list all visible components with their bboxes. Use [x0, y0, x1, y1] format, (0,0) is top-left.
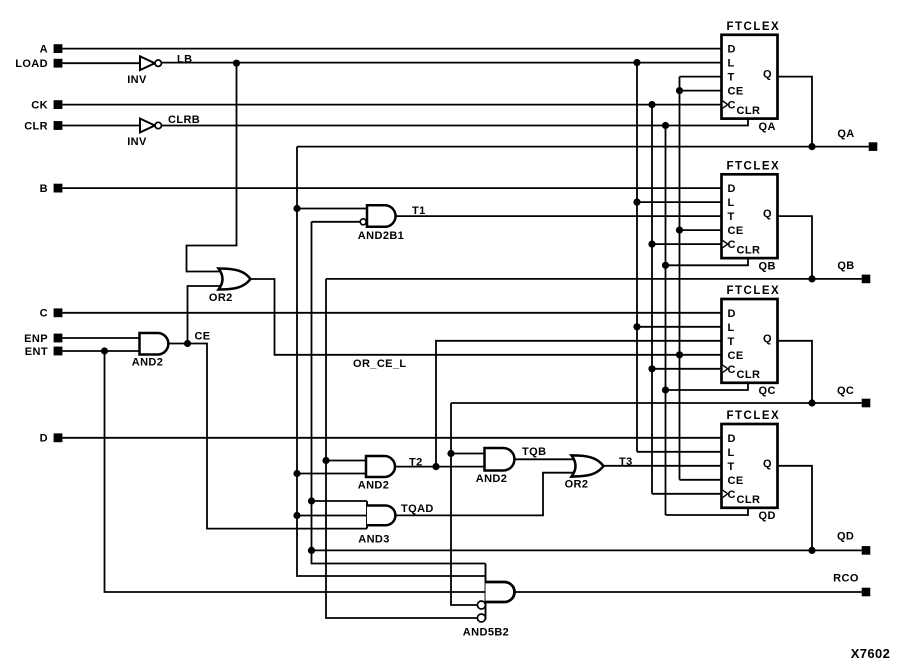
svg-text:FTCLEX: FTCLEX: [727, 21, 781, 33]
svg-text:RCO: RCO: [833, 572, 859, 584]
svg-text:AND2: AND2: [132, 357, 164, 369]
svg-text:INV: INV: [127, 74, 147, 86]
svg-text:CLR: CLR: [737, 369, 761, 381]
svg-text:FTCLEX: FTCLEX: [727, 410, 781, 422]
svg-text:CLR: CLR: [737, 105, 761, 117]
svg-text:LOAD: LOAD: [15, 58, 48, 70]
svg-text:AND2: AND2: [476, 473, 508, 485]
svg-text:CE: CE: [728, 475, 744, 487]
svg-text:B: B: [40, 183, 48, 195]
svg-text:CK: CK: [31, 99, 48, 111]
svg-text:QD: QD: [759, 510, 776, 522]
svg-text:INV: INV: [127, 136, 147, 148]
svg-text:D: D: [728, 183, 736, 195]
svg-text:QC: QC: [837, 385, 854, 397]
svg-text:T2: T2: [409, 456, 423, 468]
svg-text:CE: CE: [194, 330, 210, 342]
svg-text:L: L: [728, 322, 735, 334]
svg-text:ENT: ENT: [25, 346, 48, 358]
svg-text:L: L: [728, 447, 735, 459]
svg-text:C: C: [728, 364, 736, 376]
svg-text:T1: T1: [412, 205, 426, 217]
svg-text:CLR: CLR: [737, 494, 761, 506]
svg-text:L: L: [728, 197, 735, 209]
svg-text:QC: QC: [759, 385, 776, 397]
svg-text:T: T: [728, 336, 735, 348]
svg-text:AND2B1: AND2B1: [358, 230, 404, 242]
svg-text:FTCLEX: FTCLEX: [727, 285, 781, 297]
svg-text:T: T: [728, 211, 735, 223]
svg-text:CE: CE: [728, 350, 744, 362]
svg-text:T: T: [728, 72, 735, 84]
svg-text:T3: T3: [619, 456, 633, 468]
svg-text:LB: LB: [177, 53, 192, 65]
svg-text:OR_CE_L: OR_CE_L: [353, 358, 407, 370]
svg-text:X7602: X7602: [851, 646, 891, 661]
svg-text:AND3: AND3: [358, 534, 390, 546]
svg-text:FTCLEX: FTCLEX: [727, 160, 781, 172]
svg-text:A: A: [40, 43, 48, 55]
svg-text:Q: Q: [763, 208, 772, 220]
svg-text:Q: Q: [763, 69, 772, 81]
svg-text:QA: QA: [837, 128, 854, 140]
svg-text:D: D: [728, 433, 736, 445]
svg-text:AND2: AND2: [358, 480, 390, 492]
svg-text:C: C: [40, 308, 48, 320]
svg-text:QA: QA: [759, 121, 776, 133]
svg-text:Q: Q: [763, 458, 772, 470]
svg-text:D: D: [728, 44, 736, 56]
svg-text:OR2: OR2: [565, 479, 589, 491]
svg-text:OR2: OR2: [209, 292, 233, 304]
svg-text:TQB: TQB: [522, 446, 546, 458]
svg-text:D: D: [728, 308, 736, 320]
svg-text:TQAD: TQAD: [401, 503, 434, 515]
svg-text:QD: QD: [837, 531, 854, 543]
svg-text:Q: Q: [763, 333, 772, 345]
svg-text:CLR: CLR: [737, 245, 761, 257]
svg-text:ENP: ENP: [24, 333, 48, 345]
svg-text:L: L: [728, 58, 735, 70]
svg-text:D: D: [40, 433, 48, 445]
svg-text:CE: CE: [728, 86, 744, 98]
svg-text:T: T: [728, 461, 735, 473]
svg-text:CE: CE: [728, 225, 744, 237]
svg-text:C: C: [728, 100, 736, 112]
svg-text:QB: QB: [837, 260, 854, 272]
svg-text:QB: QB: [759, 261, 776, 273]
svg-text:AND5B2: AND5B2: [463, 627, 509, 639]
svg-text:CLRB: CLRB: [168, 114, 200, 126]
svg-text:C: C: [728, 489, 736, 501]
svg-text:CLR: CLR: [24, 120, 48, 132]
svg-text:C: C: [728, 239, 736, 251]
